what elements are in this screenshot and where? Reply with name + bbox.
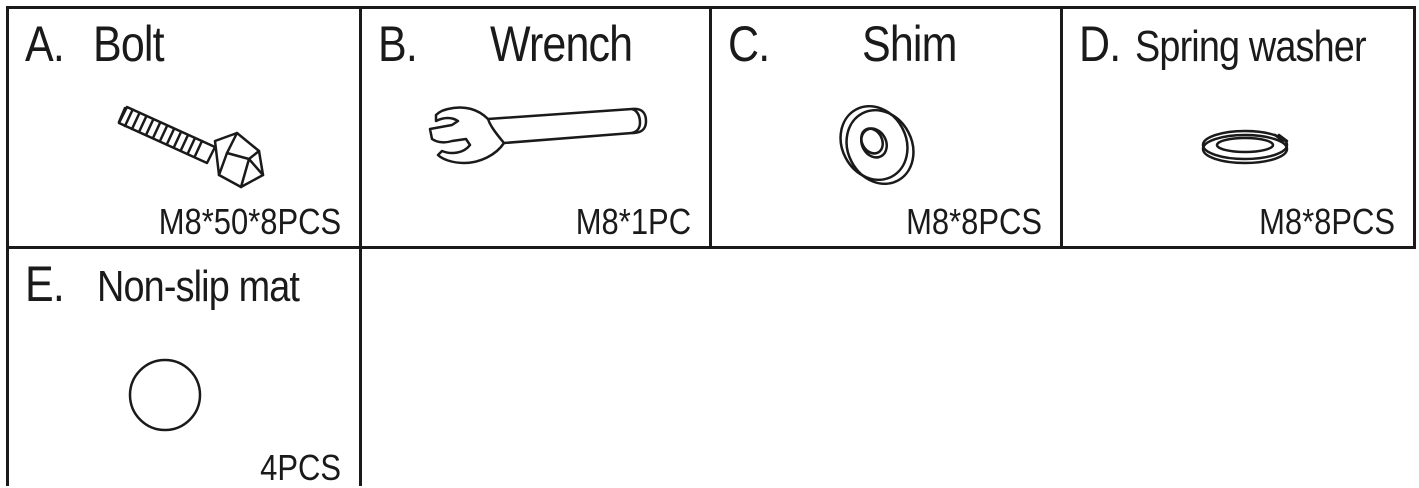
washer-icon	[839, 104, 915, 186]
part-cell-non-slip-mat: E. Non-slip mat 4PCS	[6, 246, 362, 486]
spring-washer-icon	[1201, 129, 1289, 165]
part-letter: A.	[25, 16, 65, 72]
part-name: Shim	[862, 16, 957, 72]
part-name: Spring washer	[1135, 22, 1367, 71]
part-quantity: M8*50*8PCS	[158, 201, 341, 242]
part-letter: C.	[728, 16, 770, 72]
part-name: Bolt	[93, 16, 165, 72]
part-cell-wrench: B. Wrench M8*1PC	[359, 6, 712, 249]
part-quantity: M8*8PCS	[906, 201, 1042, 242]
part-quantity: M8*8PCS	[1259, 201, 1395, 242]
part-cell-shim: C. Shim M8*8PCS	[709, 6, 1063, 249]
part-cell-bolt: A. Bolt M8*50*8PCS	[6, 6, 362, 249]
part-letter: E.	[25, 256, 65, 312]
part-quantity: M8*1PC	[575, 201, 691, 242]
wrench-icon	[428, 106, 648, 165]
non-slip-mat-icon	[128, 358, 202, 432]
part-letter: B.	[378, 16, 418, 72]
part-name: Wrench	[490, 16, 633, 72]
part-letter: D.	[1079, 16, 1121, 72]
part-quantity: 4PCS	[260, 447, 341, 488]
part-name: Non-slip mat	[97, 262, 300, 311]
part-cell-spring-washer: D. Spring washer M8*8PCS	[1060, 6, 1416, 249]
bolt-icon	[117, 105, 265, 189]
